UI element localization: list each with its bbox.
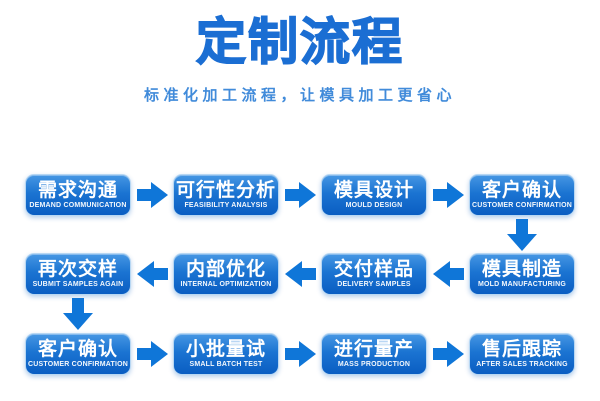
step-label-zh: 模具制造 [481, 258, 562, 280]
arrow-down-icon [507, 219, 537, 251]
step-label-en: CUSTOMER CONFIRMATION [472, 202, 572, 210]
step-label-en: INTERNAL OPTIMIZATION [180, 281, 272, 289]
step-feasibility-analysis: 可行性分析 FEASIBILITY ANALYSIS [173, 174, 279, 216]
flow-row-1: 需求沟通 DEMAND COMMUNICATION 可行性分析 FEASIBIL… [0, 174, 600, 216]
step-mass-production: 进行量产 MASS PRODUCTION [321, 333, 427, 375]
diagram-header: 定制流程 标准化加工流程，让模具加工更省心 [0, 0, 600, 105]
step-label-en: SMALL BATCH TEST [189, 361, 263, 369]
arrow-right-icon [136, 182, 168, 208]
arrow-right-icon [136, 341, 168, 367]
arrow-right-icon [432, 182, 464, 208]
step-demand-communication: 需求沟通 DEMAND COMMUNICATION [25, 174, 131, 216]
step-label-en: DEMAND COMMUNICATION [29, 202, 127, 210]
step-label-zh: 客户确认 [37, 338, 118, 360]
step-label-zh: 进行量产 [333, 338, 414, 360]
flow-row-3: 客户确认 CUSTOMER CONFIRMATION 小批量试 SMALL BA… [0, 333, 600, 375]
step-small-batch-test: 小批量试 SMALL BATCH TEST [173, 333, 279, 375]
step-submit-samples-again: 再次交样 SUBMIT SAMPLES AGAIN [25, 253, 131, 295]
step-label-en: MOULD DESIGN [345, 202, 403, 210]
step-after-sales-tracking: 售后跟踪 AFTER SALES TRACKING [469, 333, 575, 375]
step-customer-confirmation-1: 客户确认 CUSTOMER CONFIRMATION [469, 174, 575, 216]
step-label-zh: 小批量试 [185, 338, 266, 360]
step-label-zh: 客户确认 [481, 179, 562, 201]
step-mold-manufacturing: 模具制造 MOLD MANUFACTURING [469, 253, 575, 295]
step-label-en: MASS PRODUCTION [337, 361, 411, 369]
step-label-zh: 模具设计 [333, 179, 414, 201]
arrow-right-icon [284, 182, 316, 208]
page-title: 定制流程 [195, 13, 404, 70]
arrow-left-icon [284, 261, 316, 287]
arrow-down-icon [63, 298, 93, 330]
step-label-zh: 交付样品 [333, 258, 414, 280]
arrow-right-icon [284, 341, 316, 367]
step-delivery-samples: 交付样品 DELIVERY SAMPLES [321, 253, 427, 295]
step-label-zh: 内部优化 [185, 258, 266, 280]
step-customer-confirmation-2: 客户确认 CUSTOMER CONFIRMATION [25, 333, 131, 375]
arrow-left-icon [136, 261, 168, 287]
step-label-zh: 售后跟踪 [481, 338, 562, 360]
step-label-en: AFTER SALES TRACKING [476, 361, 568, 369]
step-label-zh: 可行性分析 [175, 179, 276, 201]
step-label-en: SUBMIT SAMPLES AGAIN [32, 281, 124, 289]
page-subtitle: 标准化加工流程，让模具加工更省心 [143, 86, 456, 104]
step-label-en: FEASIBILITY ANALYSIS [184, 202, 268, 210]
step-label-en: MOLD MANUFACTURING [478, 281, 566, 289]
arrow-right-icon [432, 341, 464, 367]
flow-row-2: 再次交样 SUBMIT SAMPLES AGAIN 内部优化 INTERNAL … [0, 253, 600, 295]
step-label-en: CUSTOMER CONFIRMATION [28, 361, 128, 369]
step-label-zh: 需求沟通 [37, 179, 118, 201]
step-label-en: DELIVERY SAMPLES [337, 281, 411, 289]
step-label-zh: 再次交样 [37, 258, 118, 280]
arrow-left-icon [432, 261, 464, 287]
step-mould-design: 模具设计 MOULD DESIGN [321, 174, 427, 216]
step-internal-optimization: 内部优化 INTERNAL OPTIMIZATION [173, 253, 279, 295]
